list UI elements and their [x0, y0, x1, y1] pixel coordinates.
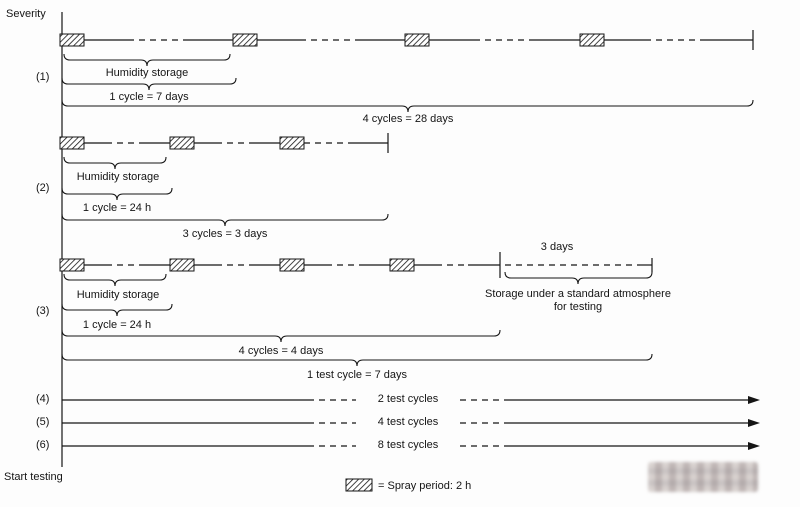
severity-1-humidity-label: Humidity storage [105, 67, 189, 79]
humidity-storage-brace [63, 273, 167, 287]
severity-3-cycle-label: 1 cycle = 24 h [82, 319, 152, 331]
arrowhead-icon [748, 419, 760, 427]
severity-3-line [59, 252, 653, 367]
severity-2-id: (2) [36, 182, 50, 194]
humidity-storage-brace [63, 156, 167, 170]
severity-6-label: 8 test cycles [377, 439, 439, 451]
severity-6-id: (6) [36, 439, 50, 451]
severity-3-storage-label-line2: for testing [553, 301, 603, 313]
severity-4-id: (4) [36, 393, 50, 405]
severity-3-test-cycle-label: 1 test cycle = 7 days [307, 369, 407, 381]
severity-3-standard-days-label: 3 days [540, 241, 574, 253]
severity-2-humidity-label: Humidity storage [76, 171, 160, 183]
spray-period-box [279, 136, 305, 150]
severity-1-id: (1) [36, 71, 50, 83]
severity-2-cycle-label: 1 cycle = 24 h [82, 202, 152, 214]
severity-4-line [62, 396, 760, 404]
severity-1-total-label: 4 cycles = 28 days [362, 113, 454, 125]
test-cycle-brace [61, 353, 653, 367]
severity-3-id: (3) [36, 305, 50, 317]
severity-3-total-label: 4 cycles = 4 days [238, 345, 324, 357]
severity-1-cycle-label: 1 cycle = 7 days [109, 91, 189, 103]
standard-atmosphere-brace [504, 271, 653, 285]
spray-period-box [579, 33, 605, 47]
spray-period-box [404, 33, 430, 47]
severity-5-label: 4 test cycles [377, 416, 439, 428]
severity-3-humidity-label: Humidity storage [76, 289, 160, 301]
watermark-blur [648, 462, 758, 492]
severity-2-total-label: 3 cycles = 3 days [182, 228, 268, 240]
severity-2-line [59, 133, 389, 227]
spray-period-box [232, 33, 258, 47]
severity-5-line [62, 419, 760, 427]
severity-1-line [59, 30, 754, 113]
spray-period-box [169, 258, 195, 272]
spray-period-box [59, 136, 85, 150]
spray-period-box [59, 33, 85, 47]
arrowhead-icon [748, 442, 760, 450]
total-cycles-brace [61, 213, 389, 227]
spray-period-box [59, 258, 85, 272]
spray-period-box [169, 136, 195, 150]
start-testing-label: Start testing [4, 471, 63, 483]
severity-5-id: (5) [36, 416, 50, 428]
severity-3-storage-label-line1: Storage under a standard atmosphere [485, 288, 671, 300]
humidity-storage-brace [63, 53, 231, 67]
spray-period-box [389, 258, 415, 272]
total-cycles-brace [61, 329, 501, 343]
severity-axis-label: Severity [6, 8, 46, 20]
one-cycle-brace [61, 77, 237, 91]
spray-period-box [279, 258, 305, 272]
one-cycle-brace [61, 187, 173, 201]
total-cycles-brace [61, 99, 754, 113]
severity-6-line [62, 442, 760, 450]
severity-4-label: 2 test cycles [377, 393, 439, 405]
one-cycle-brace [61, 303, 173, 317]
arrowhead-icon [748, 396, 760, 404]
spray-hatch-swatch-icon [345, 478, 373, 492]
legend-label: = Spray period: 2 h [378, 480, 472, 492]
